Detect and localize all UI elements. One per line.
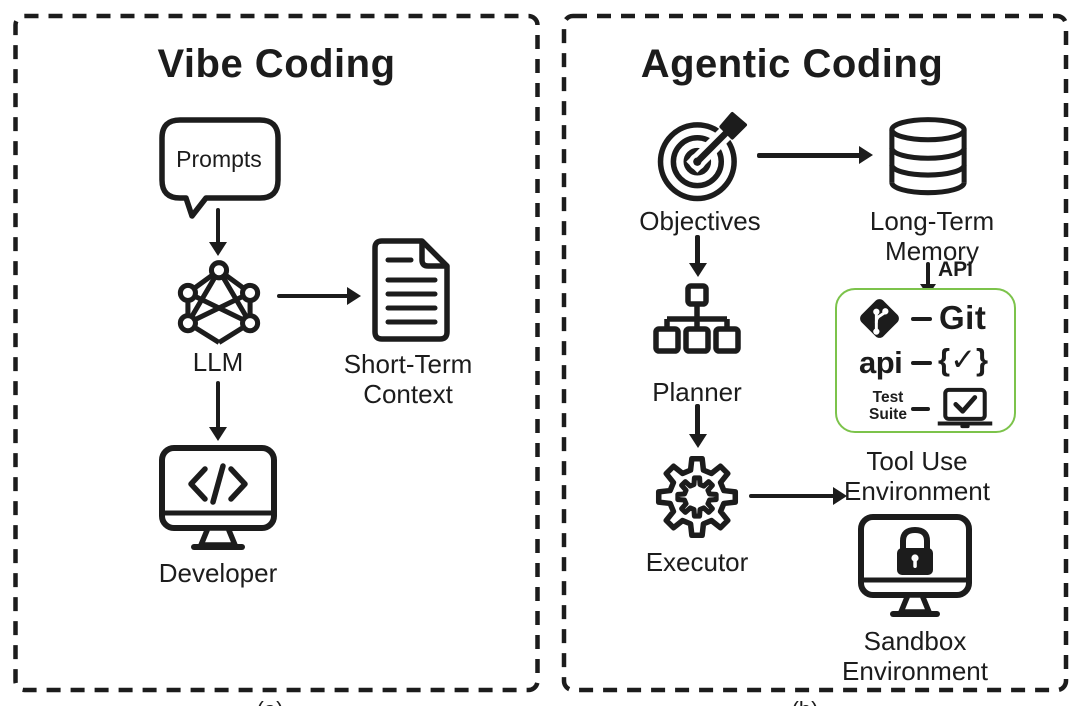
- git-dash: [911, 317, 932, 321]
- test-suite-dash: [911, 407, 930, 411]
- objectives-label: Objectives: [639, 206, 761, 236]
- braces-check-icon: {✓}: [938, 342, 989, 377]
- executor-gear-icon: [655, 455, 739, 539]
- long-term-memory-database-icon: [889, 117, 967, 196]
- sandbox-environment-label: Sandbox Environment: [842, 626, 988, 686]
- planner-hierarchy-icon: [653, 283, 741, 354]
- api-logo: api: [859, 345, 903, 380]
- agentic-coding-title: Agentic Coding: [640, 42, 944, 86]
- long-term-memory-label: Long-Term Memory: [869, 206, 995, 266]
- llm-neural-network-icon: [177, 260, 261, 345]
- test-suite-label: Test Suite: [869, 389, 907, 423]
- developer-monitor-code-icon: [159, 445, 277, 550]
- developer-label: Developer: [158, 558, 278, 588]
- git-logo-icon: [860, 299, 899, 338]
- agentic-panel-border: [561, 13, 1069, 693]
- api-dash: [911, 361, 932, 365]
- tool-use-environment-label: Tool Use Environment: [844, 446, 990, 506]
- vibe-panel-border: [13, 13, 540, 693]
- objectives-target-icon: [657, 112, 747, 202]
- api-arrow-label: API: [938, 258, 974, 281]
- executor-label: Executor: [645, 547, 749, 577]
- llm-label: LLM: [192, 347, 244, 377]
- short-term-context-label: Short-Term Context: [343, 349, 473, 409]
- sandbox-monitor-lock-icon: [858, 514, 972, 617]
- caption-a: (a): [240, 697, 300, 706]
- short-term-context-document-icon: [372, 238, 450, 342]
- caption-b: (b): [775, 697, 835, 706]
- test-suite-laptop-check-icon: [937, 387, 993, 429]
- planner-label: Planner: [652, 377, 742, 407]
- prompts-speech-bubble-icon: [159, 117, 281, 219]
- prompts-label: Prompts: [176, 146, 262, 172]
- git-label: Git: [939, 299, 987, 336]
- vibe-coding-title: Vibe Coding: [157, 42, 396, 86]
